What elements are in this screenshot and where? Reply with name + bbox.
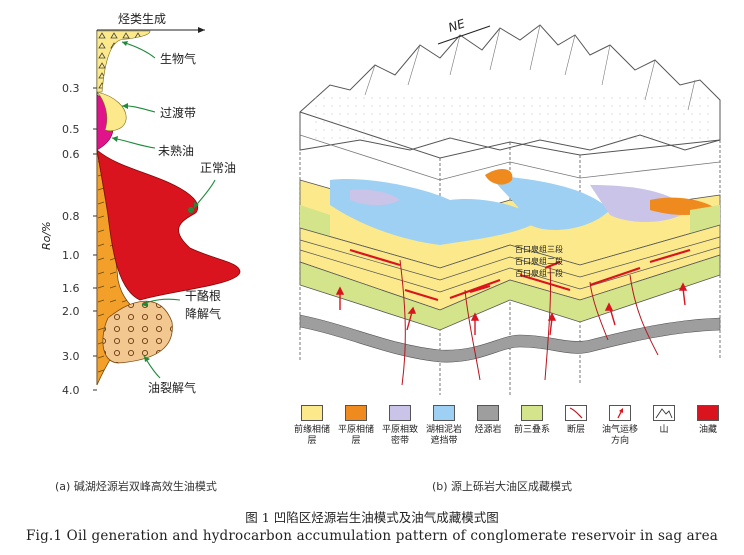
- legend-label: 前缘相储层: [293, 425, 330, 446]
- legend-item: 油气运移方向: [598, 405, 642, 447]
- accumulation-model-diagram: NE: [299, 16, 721, 395]
- upper-strata: [299, 134, 721, 181]
- tick-4.0: 4.0: [62, 384, 80, 397]
- subcaption-a: (a) 碱湖烃源岩双峰高效生油模式: [55, 480, 217, 493]
- strata-label-3: 百口泉组三段: [515, 244, 563, 254]
- tick-0.5: 0.5: [62, 123, 80, 136]
- label-kerogen-2: 降解气: [185, 306, 221, 321]
- legend-swatch: [697, 405, 719, 421]
- tick-0.8: 0.8: [62, 210, 80, 223]
- legend-swatch: [389, 405, 411, 421]
- legend-item: 山: [642, 405, 686, 436]
- legend-item: 前缘相储层: [290, 405, 334, 447]
- compass-line: [437, 25, 491, 45]
- normal-oil-marker: [188, 207, 194, 213]
- legend-item: 油藏: [686, 405, 730, 436]
- strata-lines: [299, 236, 721, 293]
- strata-label-2: 百口泉组二段: [515, 256, 563, 266]
- legend-item: 断层: [554, 405, 598, 436]
- axis-title: 烃类生成: [118, 12, 166, 26]
- y-ticks: 0.3 0.5 0.6 0.8 1.0 1.6 2.0 3.0 4.0: [62, 82, 80, 397]
- compass-label: NE: [447, 16, 467, 35]
- fault-icon: [565, 405, 587, 421]
- legend-label: 油藏: [698, 425, 717, 435]
- legend-swatch: [301, 405, 323, 421]
- figure-caption-cn: 图 1 凹陷区烃源岩生油模式及油气成藏模式图: [245, 510, 499, 525]
- tick-1.6: 1.6: [62, 282, 80, 295]
- legend-swatch: [521, 405, 543, 421]
- figure-caption-en: Fig.1 Oil generation and hydrocarbon acc…: [25, 528, 719, 544]
- legend-swatch: [345, 405, 367, 421]
- migration-arrows: [335, 282, 688, 336]
- mountain-hatching: [364, 24, 696, 111]
- legend-swatch: [433, 405, 455, 421]
- legend: 前缘相储层 平原相储层 平原相致密带 湖相泥岩遮挡带 烃源岩 前三叠系 断层 油…: [290, 405, 730, 465]
- label-cracking: 油裂解气: [148, 380, 196, 395]
- mountain-icon: [653, 405, 675, 421]
- legend-label: 平原相致密带: [381, 425, 418, 446]
- plain-tight-zone-2: [350, 189, 400, 206]
- label-biogas: 生物气: [160, 51, 196, 66]
- plain-reservoir-1: [485, 168, 513, 185]
- label-immature: 未熟油: [158, 143, 194, 158]
- legend-label: 烃源岩: [474, 425, 502, 435]
- tick-1.0: 1.0: [62, 249, 80, 262]
- y-tick-marks: [93, 87, 97, 391]
- tick-0.3: 0.3: [62, 82, 80, 95]
- legend-item: 前三叠系: [510, 405, 554, 436]
- x-axis-arrowhead: [198, 27, 205, 33]
- legend-swatch: [477, 405, 499, 421]
- normal-oil-region: [96, 148, 241, 301]
- legend-label: 湖相泥岩遮挡带: [425, 425, 462, 446]
- cloud-band: [310, 95, 710, 140]
- oil-reservoirs: [349, 248, 691, 302]
- label-normal-oil: 正常油: [200, 161, 236, 175]
- legend-label: 平原相储层: [337, 425, 374, 446]
- legend-label: 断层: [566, 425, 585, 435]
- subcaption-b: (b) 源上砾岩大油区成藏模式: [432, 480, 573, 493]
- tick-3.0: 3.0: [62, 350, 80, 363]
- tick-2.0: 2.0: [62, 305, 80, 318]
- legend-item: 平原相致密带: [378, 405, 422, 447]
- legend-item: 平原相储层: [334, 405, 378, 447]
- label-transition: 过渡带: [160, 105, 196, 120]
- generation-model-diagram: 烃类生成 0.3 0.5 0.6 0.8 1.0 1.6 2.0 3.0 4.0…: [40, 12, 241, 397]
- label-kerogen-1: 干酪根: [185, 288, 221, 303]
- lake-mudstone-zone-2: [490, 175, 610, 230]
- strata-label-1: 百口泉组一段: [515, 268, 563, 278]
- legend-item: 湖相泥岩遮挡带: [422, 405, 466, 447]
- legend-label: 山: [659, 425, 669, 435]
- legend-label: 油气运移方向: [601, 425, 638, 446]
- legend-item: 烃源岩: [466, 405, 510, 436]
- transition-zone-region: [96, 91, 127, 131]
- callout-arrowheads: [112, 41, 199, 362]
- top-surface: [299, 111, 721, 159]
- faults: [399, 259, 659, 386]
- migration-arrow-icon: [609, 405, 631, 421]
- tick-0.6: 0.6: [62, 148, 80, 161]
- legend-label: 前三叠系: [513, 425, 550, 435]
- y-axis-label: Ro/%: [40, 221, 53, 250]
